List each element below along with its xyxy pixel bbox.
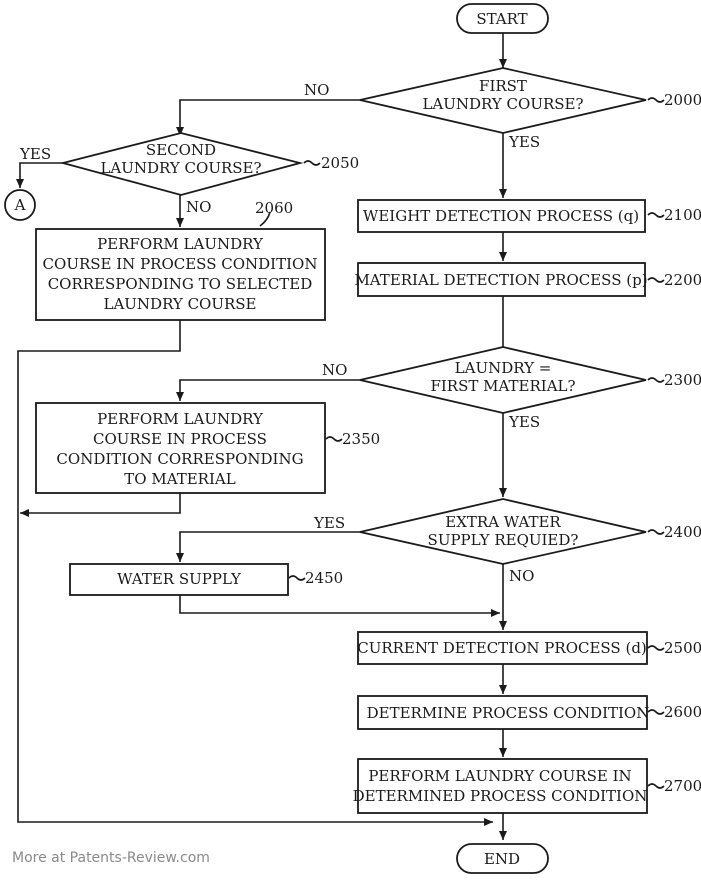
start-label: START [476,10,527,28]
connector-lines [16,33,665,840]
decision-line: FIRST [479,77,527,95]
branch-yes-label: YES [313,514,345,532]
ref-number: 2500 [664,639,701,657]
process-line: CONDITION CORRESPONDING [56,450,303,468]
process-line: DETERMINE PROCESS CONDITION [367,704,650,722]
process-material-detection: MATERIAL DETECTION PROCESS (p) 2200 [354,262,701,297]
process-line: PERFORM LAUNDRY [97,410,264,428]
branch-no-label: NO [509,567,534,585]
branch-no-label: NO [304,81,329,99]
decision-line: LAUNDRY COURSE? [422,95,583,113]
start-terminal: START [456,3,549,34]
branch-yes-label: YES [508,413,540,431]
process-perform-final: PERFORM LAUNDRY COURSE IN DETERMINED PRO… [353,758,701,814]
process-line: MATERIAL DETECTION PROCESS (p) [354,271,647,289]
ref-number: 2700 [664,777,701,795]
process-line: PERFORM LAUNDRY [97,235,264,253]
process-weight-detection: WEIGHT DETECTION PROCESS (q) 2100 [357,199,701,233]
connector-a: A [4,189,36,221]
process-material-course: PERFORM LAUNDRY COURSE IN PROCESS CONDIT… [35,402,380,494]
branch-yes-label: YES [19,145,51,163]
process-line: WATER SUPPLY [117,570,242,588]
end-label: END [484,850,520,868]
ref-number: 2450 [305,569,343,587]
decision-extra-water: EXTRA WATER SUPPLY REQUIED? 2400 YES NO [313,498,701,585]
process-line: TO MATERIAL [124,470,235,488]
watermark-text: More at Patents-Review.com [12,850,210,866]
process-line: DETERMINED PROCESS CONDITION [353,787,648,805]
ref-number: 2350 [342,430,380,448]
ref-number: 2000 [664,91,701,109]
decision-first-course: FIRST LAUNDRY COURSE? 2000 NO YES [304,67,701,151]
process-current-detection: CURRENT DETECTION PROCESS (d) 2500 [357,631,701,665]
decision-line: LAUNDRY = [455,359,552,377]
process-line: CURRENT DETECTION PROCESS (d) [357,639,647,657]
process-determine-condition: DETERMINE PROCESS CONDITION 2600 [357,695,701,730]
decision-line: SECOND [146,141,216,159]
process-line: LAUNDRY COURSE [103,295,256,313]
branch-no-label: NO [186,198,211,216]
end-terminal: END [456,843,549,874]
decision-line: SUPPLY REQUIED? [428,531,579,549]
process-line: WEIGHT DETECTION PROCESS (q) [363,207,639,225]
process-line: PERFORM LAUNDRY COURSE IN [368,767,631,785]
decision-line: EXTRA WATER [445,513,561,531]
ref-number: 2600 [664,703,701,721]
decision-line: LAUNDRY COURSE? [100,159,261,177]
branch-yes-label: YES [508,133,540,151]
ref-number: 2200 [664,271,701,289]
process-selected-course: PERFORM LAUNDRY COURSE IN PROCESS CONDIT… [35,199,326,321]
ref-number: 2400 [664,523,701,541]
process-line: COURSE IN PROCESS [93,430,267,448]
ref-number: 2050 [321,154,359,172]
process-line: CORRESPONDING TO SELECTED [48,275,313,293]
process-line: COURSE IN PROCESS CONDITION [43,255,318,273]
process-water-supply: WATER SUPPLY 2450 [69,563,343,596]
ref-number: 2300 [664,371,701,389]
ref-number: 2060 [255,199,293,217]
decision-line: FIRST MATERIAL? [430,377,575,395]
connector-a-label: A [14,196,26,214]
ref-number: 2100 [664,206,701,224]
branch-no-label: NO [322,361,347,379]
decision-first-material: LAUNDRY = FIRST MATERIAL? 2300 NO YES [322,346,701,431]
decision-second-course: SECOND LAUNDRY COURSE? 2050 YES NO [19,132,359,216]
